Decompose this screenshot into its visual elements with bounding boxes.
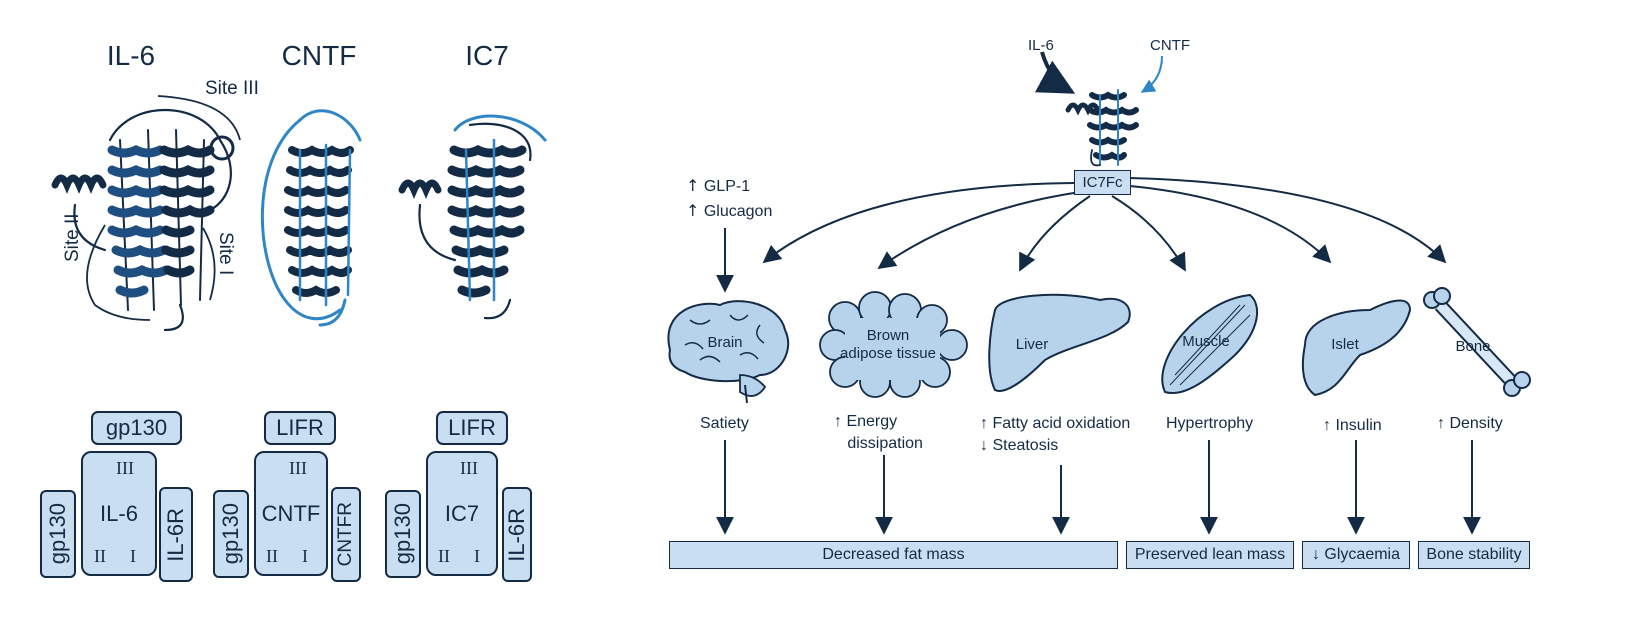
ic7-top-receptor: LIFR bbox=[436, 411, 508, 445]
ic7-site-i-mark: I bbox=[474, 546, 480, 566]
ic7-left-receptor: gp130 bbox=[385, 490, 421, 578]
il6-input-label: IL-6 bbox=[1028, 37, 1054, 54]
il6-top-receptor: gp130 bbox=[91, 411, 182, 445]
cntf-title: CNTF bbox=[281, 40, 357, 71]
effect-hypertrophy: Hypertrophy bbox=[1166, 415, 1254, 432]
islet-icon bbox=[1301, 299, 1412, 397]
outcome-lean-mass: Preserved lean mass bbox=[1126, 541, 1294, 569]
cntf-site-iii-mark: III bbox=[289, 458, 307, 478]
site-i-arc bbox=[202, 227, 216, 301]
outcome-glycaemia: ↓ Glycaemia bbox=[1302, 541, 1410, 569]
bone-label: Bone bbox=[1455, 338, 1491, 355]
glucagon-label: ↑ Glucagon bbox=[686, 201, 773, 220]
ic7-title: IC7 bbox=[465, 40, 509, 71]
bone-icon bbox=[1423, 287, 1531, 397]
outcome-bone-stability: Bone stability bbox=[1418, 541, 1530, 569]
il6-site-i-mark: I bbox=[130, 546, 136, 566]
cntf-left-receptor: gp130 bbox=[213, 490, 249, 578]
brain-icon bbox=[667, 300, 790, 404]
effect-liver: ↑ Fatty acid oxidation ↓ Steatosis bbox=[980, 415, 1131, 454]
il6-center-block: IL-6 bbox=[81, 451, 157, 576]
ic7-site-iii-mark: III bbox=[460, 458, 478, 478]
site-iii-arc bbox=[157, 95, 241, 141]
arrow-to-liver bbox=[1019, 195, 1091, 272]
ic7-structure bbox=[398, 114, 547, 320]
ic7-right-receptor: IL-6R bbox=[502, 487, 532, 582]
il6-site-iii-mark: III bbox=[116, 458, 134, 478]
islet-label: Islet bbox=[1331, 336, 1359, 353]
il6-input-arrow bbox=[1034, 51, 1076, 94]
arrow-to-muscle bbox=[1111, 195, 1186, 272]
effect-energy: ↑ Energy dissipation bbox=[834, 413, 923, 452]
bat-label: Brown adipose tissue bbox=[840, 327, 936, 362]
site-iii-label: Site III bbox=[205, 78, 259, 99]
cntf-site-ii-mark: II bbox=[266, 546, 278, 566]
ic7-center-label: IC7 bbox=[444, 500, 480, 526]
bat-icon bbox=[819, 291, 968, 398]
effect-satiety: Satiety bbox=[700, 415, 749, 432]
ic7fc-protein bbox=[1065, 89, 1139, 167]
ic7-site-ii-mark: II bbox=[438, 546, 450, 566]
cntf-center-label: CNTF bbox=[261, 500, 321, 526]
cntf-center-block: CNTF bbox=[254, 451, 328, 576]
effect-insulin: ↑ Insulin bbox=[1323, 417, 1382, 434]
outcome-fat-mass: Decreased fat mass bbox=[669, 541, 1118, 569]
arrow-to-islet bbox=[1129, 185, 1332, 264]
effect-density: ↑ Density bbox=[1437, 415, 1503, 432]
cntf-site-i-mark: I bbox=[302, 546, 308, 566]
il6-title: IL-6 bbox=[106, 40, 156, 71]
cntf-structure bbox=[260, 109, 362, 327]
liver-icon bbox=[988, 293, 1131, 392]
il6-right-receptor: IL-6R bbox=[159, 487, 193, 582]
muscle-label: Muscle bbox=[1182, 333, 1230, 350]
muscle-icon bbox=[1161, 293, 1258, 395]
cntf-input-label: CNTF bbox=[1150, 37, 1190, 54]
ic7-center-block: IC7 bbox=[426, 451, 498, 576]
brain-label: Brain bbox=[707, 334, 743, 351]
arrow-to-bat bbox=[877, 191, 1081, 270]
il6-left-receptor: gp130 bbox=[40, 490, 76, 578]
ic7fc-hub: IC7Fc bbox=[1074, 170, 1131, 195]
arrow-to-bone bbox=[1129, 177, 1447, 264]
site-ii-arc bbox=[86, 224, 151, 321]
cntf-input-arrow bbox=[1140, 55, 1163, 93]
il6-site-ii-mark: II bbox=[94, 546, 106, 566]
il6-structure bbox=[51, 109, 235, 332]
cntf-right-receptor: CNTFR bbox=[331, 487, 361, 582]
arrow-to-brain bbox=[762, 182, 1076, 264]
il6-center-label: IL-6 bbox=[100, 500, 138, 526]
liver-label: Liver bbox=[1015, 336, 1049, 353]
cntf-top-receptor: LIFR bbox=[264, 411, 336, 445]
glp1-label: ↑ GLP-1 bbox=[686, 176, 751, 195]
